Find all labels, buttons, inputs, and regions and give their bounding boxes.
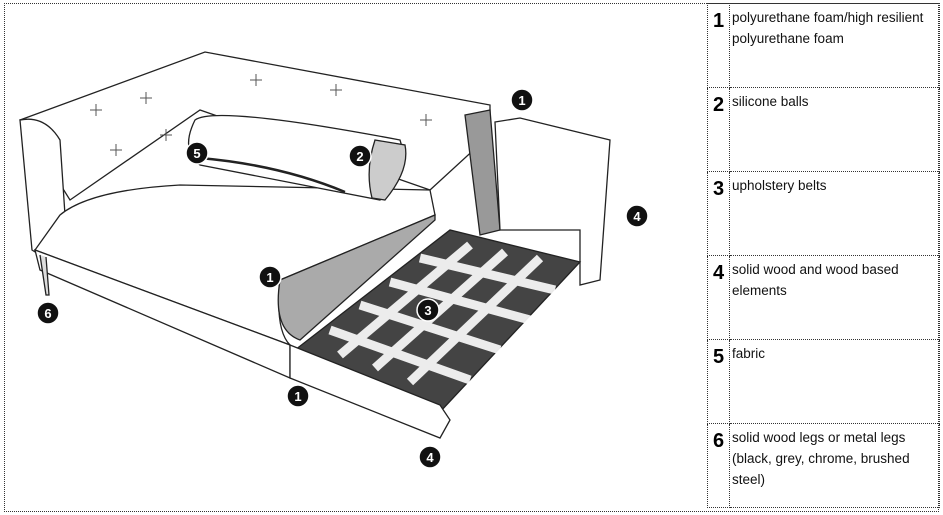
legend-row: 4 solid wood and wood based elements xyxy=(707,255,940,340)
sofa-seat xyxy=(33,184,436,346)
svg-text:6: 6 xyxy=(44,306,51,321)
marker-silicone: 2 xyxy=(348,144,372,168)
marker-foam-front: 1 xyxy=(286,384,310,408)
marker-wood-front: 4 xyxy=(418,445,442,469)
legend-row: 6 solid wood legs or metal legs (black, … xyxy=(707,423,940,508)
wood-front-rail xyxy=(289,344,451,439)
svg-text:1: 1 xyxy=(266,270,273,285)
marker-belts: 3 xyxy=(416,298,440,322)
marker-wood-side: 4 xyxy=(625,204,649,228)
svg-text:5: 5 xyxy=(193,146,200,161)
svg-text:2: 2 xyxy=(356,149,363,164)
fabric-seam xyxy=(199,156,346,194)
quilting-crosses xyxy=(90,74,432,156)
svg-text:1: 1 xyxy=(518,93,525,108)
marker-foam-back: 1 xyxy=(510,88,534,112)
svg-text:3: 3 xyxy=(424,303,431,318)
svg-text:4: 4 xyxy=(633,209,641,224)
svg-text:1: 1 xyxy=(294,389,301,404)
callout-markers: 1 2 5 1 3 4 6 1 4 xyxy=(36,88,649,469)
sofa-leg xyxy=(39,254,50,296)
marker-fabric: 5 xyxy=(185,141,209,165)
foam-panel xyxy=(277,214,436,341)
marker-foam-side: 1 xyxy=(258,265,282,289)
marker-legs: 6 xyxy=(36,301,60,325)
sofa-illustration: 1 2 5 1 3 4 6 1 4 xyxy=(19,51,649,469)
svg-text:4: 4 xyxy=(426,450,434,465)
belt-weave xyxy=(328,241,557,386)
wood-side-frame xyxy=(494,117,611,286)
